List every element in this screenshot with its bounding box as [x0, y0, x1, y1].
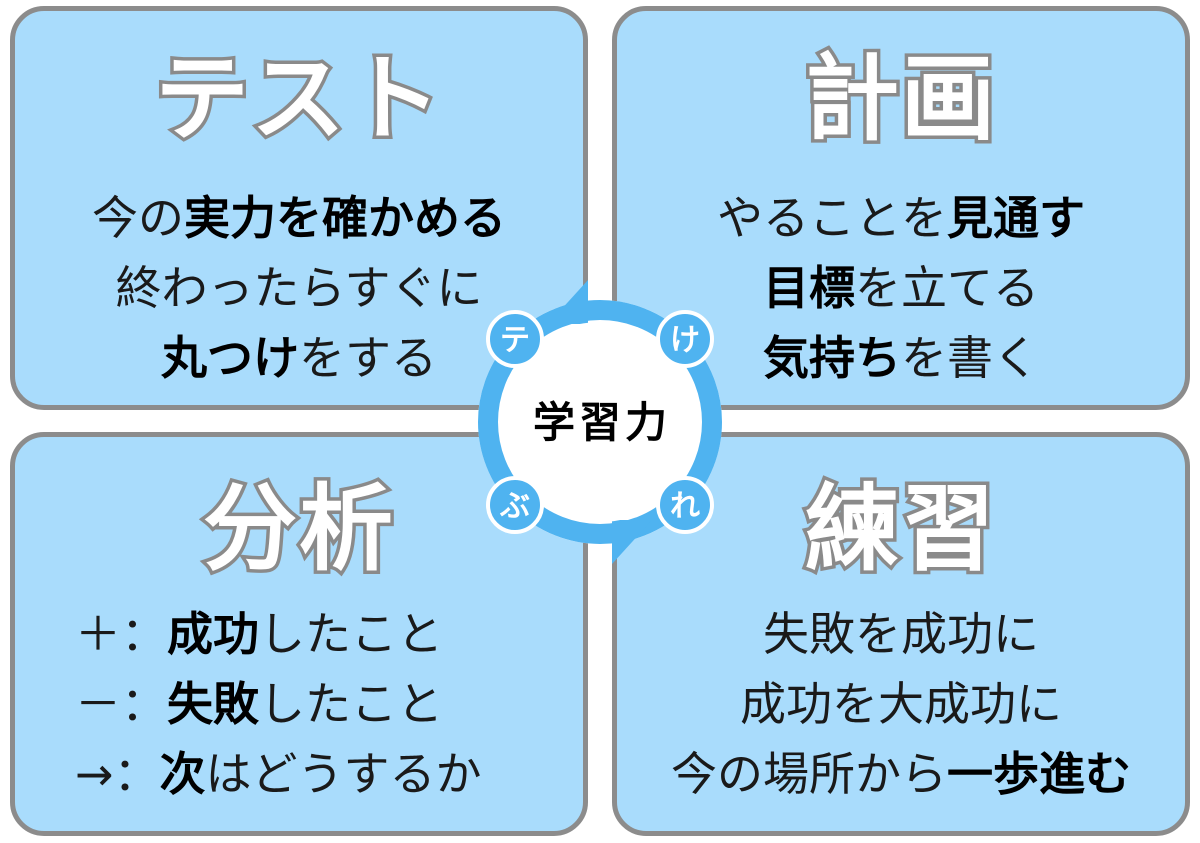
learning-cycle: テ け ぶ れ 学習力: [478, 280, 722, 564]
svg-text:れ: れ: [670, 489, 700, 524]
center-label: 学習力: [533, 398, 671, 447]
badge-bu: ぶ: [486, 476, 544, 534]
text-line: 今の場所から一歩進む: [617, 739, 1185, 809]
emphasis-text: 実力を確かめる: [184, 191, 506, 245]
analysis-title: 分析: [199, 475, 396, 584]
text-line: 丸つけをする: [15, 323, 583, 393]
emphasis-text: 成功: [167, 607, 259, 661]
plain-text: 失敗を成功に: [763, 607, 1039, 661]
analysis-panel: 分析 ＋：成功したこと－：失敗したこと→：次はどうするか: [10, 432, 588, 836]
cycle-center-disc: [500, 322, 700, 522]
emphasis-text: 次: [159, 747, 206, 801]
text-line: 気持ちを書く: [617, 323, 1185, 393]
emphasis-text: 一歩進む: [947, 747, 1131, 801]
plain-text: はどうするか: [205, 747, 482, 801]
plain-text: したこと: [259, 677, 443, 731]
badge-te: テ: [486, 310, 544, 368]
test-panel: テスト 今の実力を確かめる終わったらすぐに丸つけをする: [10, 6, 588, 410]
badge-re: れ: [656, 476, 714, 534]
plain-text: ＋：: [75, 607, 167, 661]
svg-text:ぶ: ぶ: [499, 489, 530, 524]
plain-text: →：: [75, 747, 160, 801]
practice-title: 練習: [801, 475, 998, 584]
analysis-lines: ＋：成功したこと－：失敗したこと→：次はどうするか: [15, 599, 583, 809]
plain-text: 終わったらすぐに: [115, 261, 483, 315]
emphasis-text: 丸つけ: [161, 331, 299, 385]
arrow-head-top-icon: [548, 280, 588, 324]
plain-text: を書く: [901, 331, 1039, 385]
plan-lines: やることを見通す目標を立てる気持ちを書く: [617, 183, 1185, 393]
plain-text: をする: [299, 331, 437, 385]
plain-text: やることを: [717, 191, 947, 245]
test-lines: 今の実力を確かめる終わったらすぐに丸つけをする: [15, 183, 583, 393]
text-line: 目標を立てる: [617, 253, 1185, 323]
emphasis-text: 気持ち: [763, 331, 901, 385]
plain-text: 成功を大成功に: [740, 677, 1062, 731]
test-title: テスト: [151, 45, 444, 154]
text-line: →：次はどうするか: [75, 739, 583, 809]
svg-text:け: け: [670, 323, 700, 358]
text-line: やることを見通す: [617, 183, 1185, 253]
text-line: 失敗を成功に: [617, 599, 1185, 669]
text-line: 終わったらすぐに: [15, 253, 583, 323]
svg-text:テ: テ: [500, 323, 530, 358]
text-line: 今の実力を確かめる: [15, 183, 583, 253]
emphasis-text: 目標: [763, 261, 855, 315]
cycle-ring: [478, 300, 722, 544]
badge-ke: け: [656, 310, 714, 368]
emphasis-text: 見通す: [947, 191, 1085, 245]
text-line: －：失敗したこと: [75, 669, 583, 739]
emphasis-text: 失敗: [167, 677, 259, 731]
arrow-head-bottom-icon: [612, 520, 652, 564]
practice-lines: 失敗を成功に成功を大成功に今の場所から一歩進む: [617, 599, 1185, 809]
text-line: 成功を大成功に: [617, 669, 1185, 739]
plain-text: 今の: [92, 191, 184, 245]
plan-title: 計画: [801, 45, 998, 154]
text-line: ＋：成功したこと: [75, 599, 583, 669]
plain-text: 今の場所から: [671, 747, 947, 801]
plain-text: したこと: [259, 607, 443, 661]
plain-text: を立てる: [855, 261, 1039, 315]
plain-text: －：: [75, 677, 167, 731]
